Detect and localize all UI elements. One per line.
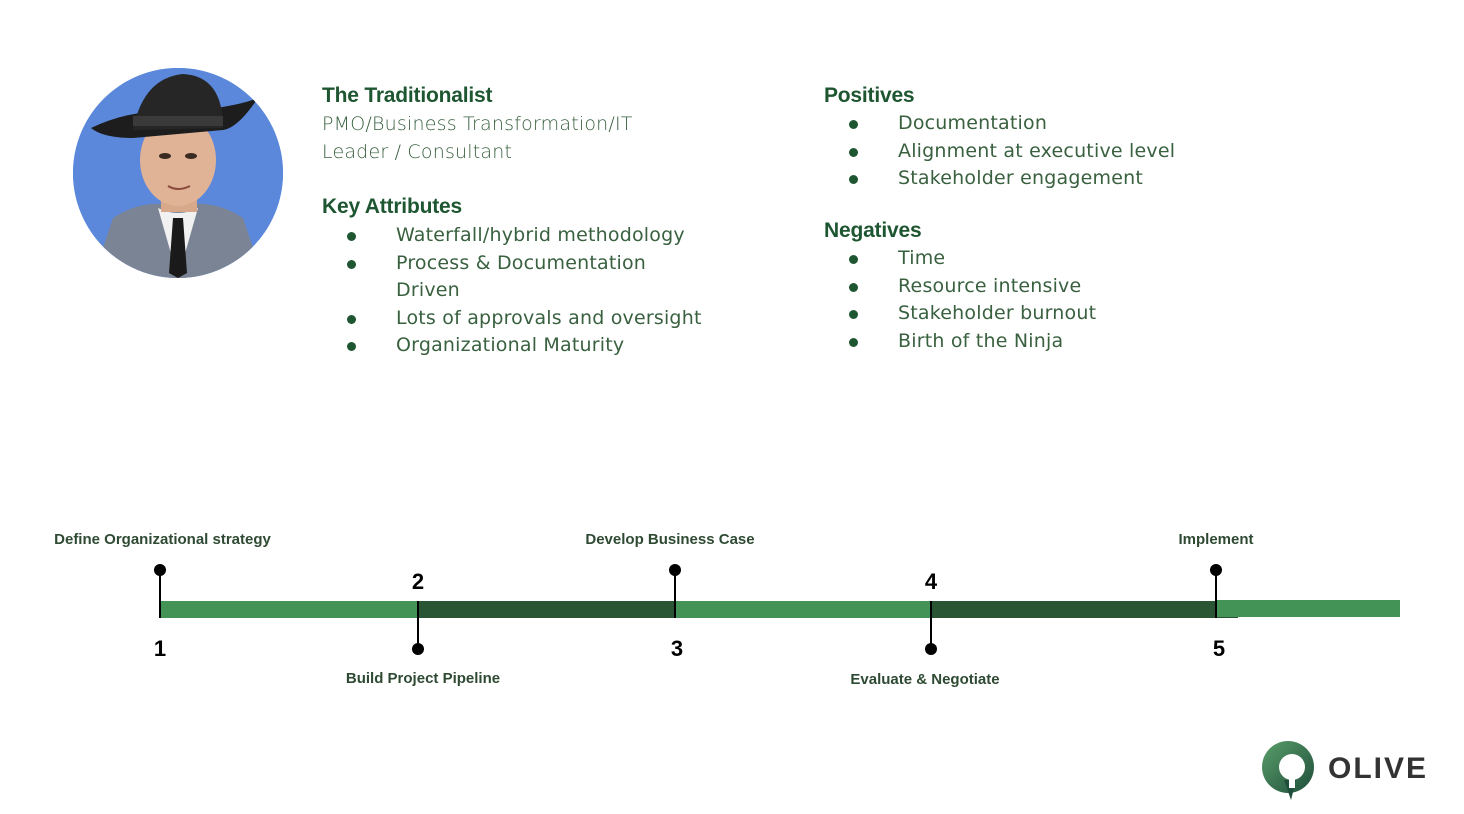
step-label-5: Implement — [1178, 531, 1254, 548]
negative-item: Stakeholder burnout — [824, 300, 1244, 328]
positive-item: Stakeholder engagement — [824, 165, 1244, 193]
profile-title: The Traditionalist — [322, 84, 493, 107]
key-attributes-list: Waterfall/hybrid methodology Process & D… — [322, 222, 742, 360]
step-label-1: Define Organizational strategy — [54, 531, 271, 548]
timeline-marker-dot — [412, 643, 424, 655]
negatives-list: Time Resource intensive Stakeholder burn… — [824, 245, 1244, 355]
negative-item: Resource intensive — [824, 273, 1244, 301]
key-attribute-item: Process & Documentation Driven — [322, 250, 742, 305]
key-attribute-item: Waterfall/hybrid methodology — [322, 222, 742, 250]
step-label-4: Evaluate & Negotiate — [850, 671, 1000, 688]
key-attribute-text: Driven — [396, 279, 460, 301]
step-number-1: 1 — [153, 636, 167, 661]
negative-item: Time — [824, 245, 1244, 273]
step-label-3: Develop Business Case — [585, 531, 755, 548]
portrait-photo — [73, 68, 283, 278]
key-attributes-heading: Key Attributes — [322, 195, 462, 218]
profile-role-line-1: PMO/Business Transformation/IT — [322, 113, 633, 135]
timeline-marker-stem — [159, 570, 161, 618]
key-attribute-text: Process & Documentation — [396, 251, 647, 274]
timeline-segment-3 — [675, 601, 931, 618]
timeline-segment-2 — [418, 601, 675, 618]
timeline-marker-stem — [417, 601, 419, 649]
step-number-4: 4 — [924, 569, 938, 594]
timeline-segment-5 — [1216, 600, 1400, 617]
negative-item: Birth of the Ninja — [824, 328, 1244, 356]
timeline-segment-1 — [160, 601, 418, 618]
profile-role-line-2: Leader / Consultant — [322, 141, 513, 163]
step-label-2: Build Project Pipeline — [345, 670, 501, 687]
positive-item: Alignment at executive level — [824, 138, 1244, 166]
logo-wordmark: OLIVE — [1328, 752, 1429, 785]
timeline-marker-stem — [930, 601, 932, 649]
timeline-marker-stem — [674, 570, 676, 618]
olive-logo-icon — [1262, 741, 1314, 800]
olive-logo: OLIVE — [1258, 740, 1438, 802]
timeline-segment-4 — [931, 601, 1238, 618]
timeline-marker-dot — [925, 643, 937, 655]
negatives-heading: Negatives — [824, 219, 922, 242]
key-attribute-item: Lots of approvals and oversight — [322, 305, 742, 333]
positives-heading: Positives — [824, 84, 915, 107]
positive-item: Documentation — [824, 110, 1244, 138]
step-number-2: 2 — [411, 569, 425, 594]
step-number-5: 5 — [1212, 636, 1226, 661]
key-attribute-item: Organizational Maturity — [322, 332, 742, 360]
positives-list: Documentation Alignment at executive lev… — [824, 110, 1244, 193]
timeline-marker-stem — [1215, 570, 1217, 618]
step-number-3: 3 — [670, 636, 684, 661]
